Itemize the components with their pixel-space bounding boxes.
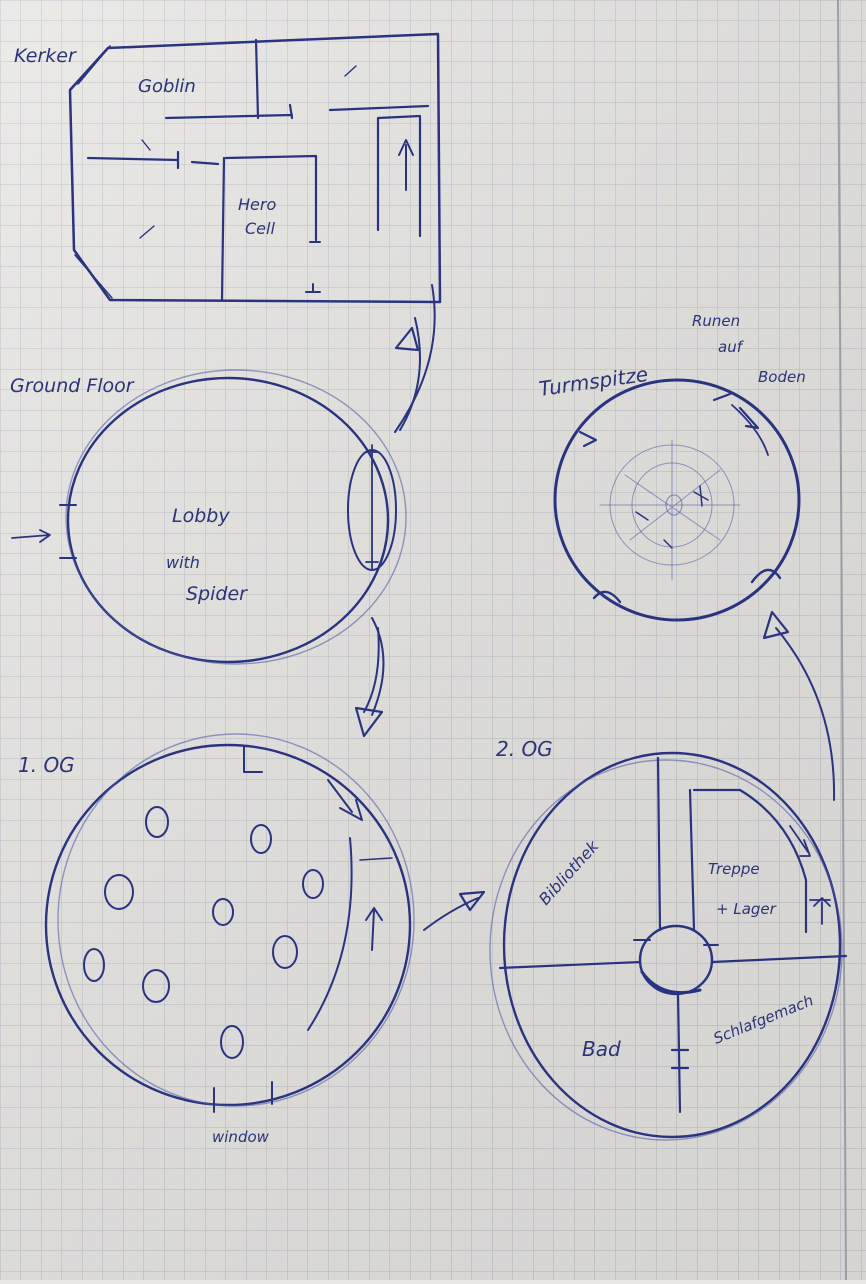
page-edge bbox=[837, 0, 847, 1281]
runen-label: Runen bbox=[692, 312, 740, 330]
with-label: with bbox=[166, 553, 200, 572]
goblin-label: Goblin bbox=[138, 76, 196, 97]
hero-label: Hero bbox=[238, 195, 276, 214]
cell-label: Cell bbox=[245, 219, 275, 238]
turmspitze-map: Turmspitze Runen auf Boden bbox=[537, 312, 806, 622]
boden-label: Boden bbox=[758, 368, 806, 386]
second-floor-map: 2. OG Bibliothek Treppe + Lager Bad Schl… bbox=[489, 737, 848, 1141]
stair-arrow-kerker bbox=[394, 284, 436, 433]
stair-arrow-og2 bbox=[762, 610, 836, 801]
ground-floor-title: Ground Floor bbox=[10, 375, 135, 397]
spider-label: Spider bbox=[186, 583, 248, 605]
first-floor-map: 1. OG window bbox=[18, 733, 415, 1146]
bad-label: Bad bbox=[582, 1037, 621, 1061]
auf-label: auf bbox=[718, 338, 745, 356]
lager-label: + Lager bbox=[716, 900, 777, 918]
ground-floor-map: Ground Floor Lobby with Spider bbox=[10, 369, 407, 665]
treppe-label: Treppe bbox=[708, 860, 760, 878]
second-floor-title: 2. OG bbox=[496, 737, 553, 761]
stair-arrow-og1 bbox=[423, 890, 486, 931]
pillar-group bbox=[83, 806, 324, 1059]
lobby-label: Lobby bbox=[172, 505, 230, 527]
stair-arrow-ground bbox=[354, 617, 385, 738]
window-label: window bbox=[212, 1128, 270, 1146]
first-floor-title: 1. OG bbox=[18, 753, 75, 777]
kerker-map: Kerker Goblin Hero Cell bbox=[14, 32, 442, 304]
kerker-title: Kerker bbox=[14, 45, 77, 67]
